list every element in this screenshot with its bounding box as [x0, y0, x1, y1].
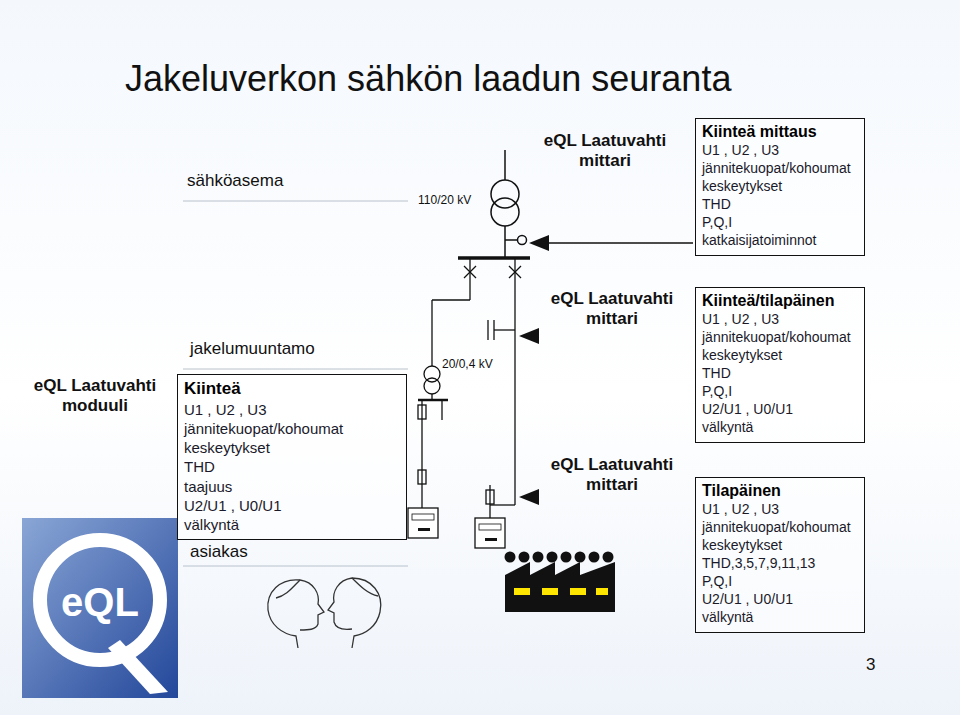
factory-icon — [505, 552, 616, 613]
meter-label: eQL Laatuvahti mittari — [530, 131, 680, 172]
box-item: keskeytykset — [702, 178, 857, 196]
box-item: U2/U1 , U0/U1 — [184, 496, 399, 515]
voltage-label: 110/20 kV — [418, 193, 471, 207]
box-item: U2/U1 , U0/U1 — [702, 401, 857, 419]
box-item: P,Q,I — [702, 573, 857, 591]
box-item: katkaisijatoiminnot — [702, 232, 857, 250]
customer-label: asiakas — [190, 542, 248, 561]
box-item: THD,3,5,7,9,11,13 — [702, 555, 857, 573]
page-title: Jakeluverkon sähkön laadun seuranta — [125, 58, 731, 100]
measurement-box: Kiinteä mittausU1 , U2 , U3jännitekuopat… — [695, 118, 865, 256]
box-item: U1 , U2 , U3 — [184, 400, 399, 419]
energy-meters — [408, 508, 505, 548]
box-item: välkyntä — [184, 515, 399, 534]
box-heading: Kiinteä/tilapäinen — [702, 291, 857, 311]
box-item: U2/U1 , U0/U1 — [702, 591, 857, 609]
substation-label: jakelumuuntamo — [190, 339, 315, 358]
module-label: eQL Laatuvahti moduuli — [34, 376, 157, 415]
measurement-box: KiinteäU1 , U2 , U3jännitekuopat/kohouma… — [177, 374, 407, 540]
measurement-box: TilapäinenU1 , U2 , U3jännitekuopat/koho… — [695, 477, 865, 633]
box-item: keskeytykset — [184, 438, 399, 457]
station-label: sähköasema — [187, 171, 283, 191]
logo-text: eQL — [50, 578, 150, 626]
box-item: välkyntä — [702, 419, 857, 437]
box-item: keskeytykset — [702, 537, 857, 555]
box-item: P,Q,I — [702, 383, 857, 401]
box-item: jännitekuopat/kohoumat — [702, 329, 857, 347]
box-item: P,Q,I — [702, 214, 857, 232]
measurement-arrows — [519, 235, 693, 505]
meter-label: eQL Laatuvahti mittari — [537, 455, 687, 496]
eql-logo — [22, 518, 178, 698]
station-label: sähköasema — [187, 171, 283, 190]
box-item: THD — [184, 457, 399, 476]
box-item: THD — [702, 365, 857, 383]
voltage-label: 20/0,4 kV — [442, 357, 493, 371]
meter-label: eQL Laatuvahti mittari — [551, 455, 674, 494]
box-item: taajuus — [184, 477, 399, 496]
box-item: jännitekuopat/kohoumat — [184, 419, 399, 438]
box-heading: Tilapäinen — [702, 481, 857, 501]
substation-transformer — [491, 150, 527, 258]
box-item: jännitekuopat/kohoumat — [702, 519, 857, 537]
measurement-box: Kiinteä/tilapäinenU1 , U2 , U3jännitekuo… — [695, 287, 865, 443]
feeder-lines — [418, 258, 521, 518]
box-item: U1 , U2 , U3 — [702, 311, 857, 329]
logo-text: eQL — [61, 580, 139, 624]
box-item: U1 , U2 , U3 — [702, 501, 857, 519]
substation-label: jakelumuuntamo — [190, 339, 315, 359]
box-heading: Kiinteä mittaus — [702, 122, 857, 142]
module-label: eQL Laatuvahti moduuli — [15, 376, 175, 417]
box-heading: Kiinteä — [184, 378, 399, 400]
meter-label: eQL Laatuvahti mittari — [537, 289, 687, 330]
box-item: jännitekuopat/kohoumat — [702, 160, 857, 178]
customer-label: asiakas — [190, 542, 248, 562]
customer-faces — [268, 578, 381, 648]
meter-label: eQL Laatuvahti mittari — [551, 289, 674, 328]
meter-label: eQL Laatuvahti mittari — [544, 131, 667, 170]
box-item: THD — [702, 196, 857, 214]
box-item: välkyntä — [702, 609, 857, 627]
page-number: 3 — [866, 655, 875, 674]
voltage-label: 20/0,4 kV — [442, 357, 493, 371]
box-item: keskeytykset — [702, 347, 857, 365]
busbar — [458, 256, 530, 260]
page-number: 3 — [866, 655, 875, 675]
box-item: U1 , U2 , U3 — [702, 142, 857, 160]
voltage-label: 110/20 kV — [418, 193, 471, 207]
